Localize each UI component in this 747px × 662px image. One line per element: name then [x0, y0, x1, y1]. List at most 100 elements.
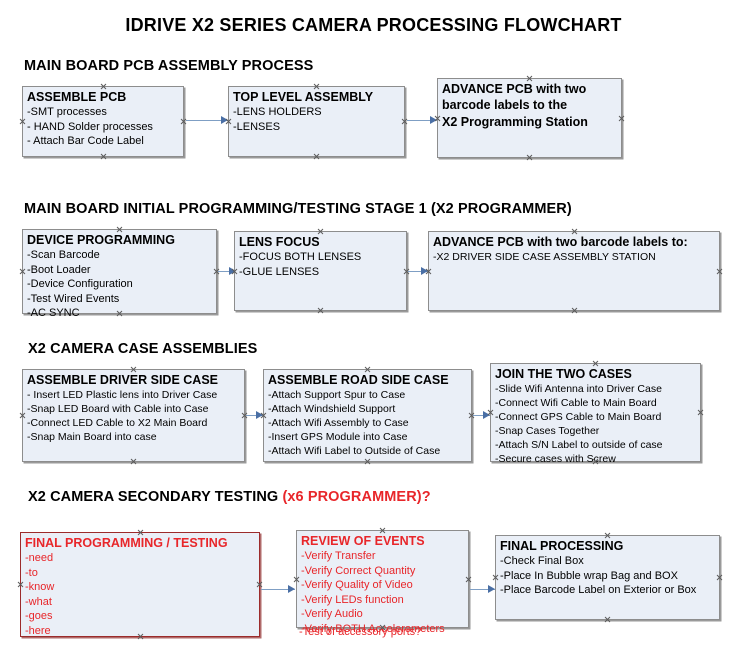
connector-handle-right[interactable]	[618, 115, 625, 122]
connector-handle-top[interactable]	[313, 83, 320, 90]
connector-handle-left[interactable]	[225, 118, 232, 125]
connector-handle-top[interactable]	[130, 366, 137, 373]
connector-handle-right[interactable]	[401, 118, 408, 125]
arrow-head	[488, 585, 495, 593]
box-item: -SMT processes	[27, 106, 107, 118]
box-item: -Attach Support Spur to Case	[268, 389, 406, 401]
box-item: X2 Programming Station	[442, 114, 588, 129]
connector-handle-top[interactable]	[571, 228, 578, 235]
box-assemble-driver-side-case[interactable]: ASSEMBLE DRIVER SIDE CASE - Insert LED P…	[22, 369, 245, 462]
connector-handle-right[interactable]	[256, 581, 263, 588]
arrow-head	[483, 411, 490, 419]
connector-handle-top[interactable]	[317, 228, 324, 235]
connector-handle-bottom[interactable]	[364, 458, 371, 465]
connector-handle-right[interactable]	[403, 268, 410, 275]
arrow-head	[421, 267, 428, 275]
section-header-main-board-initial-programming: MAIN BOARD INITIAL PROGRAMMING/TESTING S…	[24, 201, 572, 217]
connector-handle-left[interactable]	[293, 576, 300, 583]
arrow-top-level-to-advance-pcb	[407, 116, 437, 125]
box-join-the-two-cases[interactable]: JOIN THE TWO CASES -Slide Wifi Antenna i…	[487, 360, 704, 465]
section-header-main-board-pcb-assembly: MAIN BOARD PCB ASSEMBLY PROCESS	[24, 58, 313, 74]
connector-handle-right[interactable]	[213, 268, 220, 275]
box-item: -Connect LED Cable to X2 Main Board	[27, 417, 208, 429]
connector-handle-right[interactable]	[241, 412, 248, 419]
arrow-shaft	[408, 271, 428, 273]
page-title: IDRIVE X2 SERIES CAMERA PROCESSING FLOWC…	[125, 15, 622, 35]
connector-handle-top[interactable]	[100, 83, 107, 90]
box-item: -Attach Wifi Assembly to Case	[268, 417, 409, 429]
connector-handle-top[interactable]	[116, 226, 123, 233]
connector-handle-right[interactable]	[716, 268, 723, 275]
connector-handle-top[interactable]	[592, 360, 599, 367]
connector-handle-bottom[interactable]	[313, 153, 320, 160]
box-title: ASSEMBLE ROAD SIDE CASE	[268, 373, 449, 387]
connector-handle-left[interactable]	[425, 268, 432, 275]
connector-handle-left[interactable]	[434, 115, 441, 122]
box-item: -Snap Cases Together	[495, 425, 600, 437]
box-item: -Attach Windshield Support	[268, 403, 396, 415]
arrow-lens-focus-to-advance-pcb	[408, 267, 428, 276]
connector-handle-top[interactable]	[364, 366, 371, 373]
box-review-of-events[interactable]: REVIEW OF EVENTS -Verify Transfer -Verif…	[293, 527, 472, 635]
connector-handle-right[interactable]	[468, 412, 475, 419]
arrow-head	[288, 585, 295, 593]
box-item: -Check Final Box	[500, 555, 584, 567]
box-title: LENS FOCUS	[239, 235, 320, 249]
box-top-level-assembly[interactable]: TOP LEVEL ASSEMBLY -LENS HOLDERS -LENSES	[228, 86, 405, 157]
box-item: -Verify Correct Quantity	[301, 564, 416, 577]
connector-handle-right[interactable]	[180, 118, 187, 125]
connector-handle-right[interactable]	[697, 409, 704, 416]
arrow-shaft	[261, 589, 295, 591]
connector-handle-bottom[interactable]	[604, 616, 611, 623]
box-item: -Device Configuration	[27, 278, 133, 290]
connector-handle-top[interactable]	[379, 527, 386, 534]
connector-handle-bottom[interactable]	[571, 307, 578, 314]
connector-handle-left[interactable]	[492, 574, 499, 581]
box-final-processing[interactable]: FINAL PROCESSING -Check Final Box -Place…	[495, 535, 720, 620]
box-title: ASSEMBLE PCB	[27, 90, 127, 104]
box-title: FINAL PROCESSING	[500, 539, 624, 553]
arrow-head	[256, 411, 263, 419]
arrow-driver-side-to-road-side	[246, 411, 263, 420]
box-item: -Verify BOTH Accelerometers	[301, 622, 445, 635]
connector-handle-top[interactable]	[137, 529, 144, 536]
box-item: -what	[25, 595, 52, 608]
connector-handle-bottom[interactable]	[130, 458, 137, 465]
box-item: -Attach S/N Label to outside of case	[495, 439, 663, 451]
box-item: -Test Wired Events	[27, 292, 120, 305]
box-assemble-pcb[interactable]: ASSEMBLE PCB -SMT processes - HAND Solde…	[22, 86, 184, 157]
box-item: -Verify LEDs function	[301, 593, 404, 606]
box-lens-focus[interactable]: LENS FOCUS -FOCUS BOTH LENSES -GLUE LENS…	[234, 231, 407, 311]
connector-handle-top[interactable]	[604, 532, 611, 539]
connector-handle-left[interactable]	[19, 412, 26, 419]
connector-handle-bottom[interactable]	[100, 153, 107, 160]
connector-handle-bottom[interactable]	[317, 307, 324, 314]
box-item: -Slide Wifi Antenna into Driver Case	[495, 383, 662, 395]
box-item: -AC SYNC	[27, 307, 80, 319]
section-header-accent-text: (x6 PROGRAMMER)?	[282, 489, 431, 505]
arrow-head	[221, 116, 228, 124]
connector-handle-left[interactable]	[19, 268, 26, 275]
connector-handle-right[interactable]	[465, 576, 472, 583]
box-advance-pcb-to-programming-station[interactable]: ADVANCE PCB with two barcode labels to t…	[437, 78, 622, 158]
box-assemble-road-side-case[interactable]: ASSEMBLE ROAD SIDE CASE -Attach Support …	[263, 369, 472, 462]
box-final-programming-testing[interactable]: FINAL PROGRAMMING / TESTING -need -to -k…	[20, 532, 260, 637]
box-item-overflow-test-of-accessory-ports: -Test of accessory ports?	[299, 626, 422, 638]
arrow-review-of-events-to-final-processing	[470, 585, 495, 594]
box-title: TOP LEVEL ASSEMBLY	[233, 90, 374, 104]
connector-handle-right[interactable]	[716, 574, 723, 581]
connector-handle-left[interactable]	[231, 268, 238, 275]
connector-handle-left[interactable]	[19, 118, 26, 125]
box-item: barcode labels to the	[442, 98, 568, 112]
connector-handle-top[interactable]	[526, 75, 533, 82]
box-item: -Boot Loader	[27, 263, 91, 276]
connector-handle-bottom[interactable]	[526, 154, 533, 161]
box-device-programming[interactable]: DEVICE PROGRAMMING -Scan Barcode -Boot L…	[19, 226, 220, 319]
connector-handle-left[interactable]	[260, 412, 267, 419]
box-advance-pcb-to-driver-side-case-station[interactable]: ADVANCE PCB with two barcode labels to: …	[428, 231, 720, 311]
connector-handle-left[interactable]	[487, 409, 494, 416]
connector-handle-left[interactable]	[17, 581, 24, 588]
box-title: FINAL PROGRAMMING / TESTING	[25, 536, 228, 550]
box-item: -Insert GPS Module into Case	[268, 431, 408, 443]
